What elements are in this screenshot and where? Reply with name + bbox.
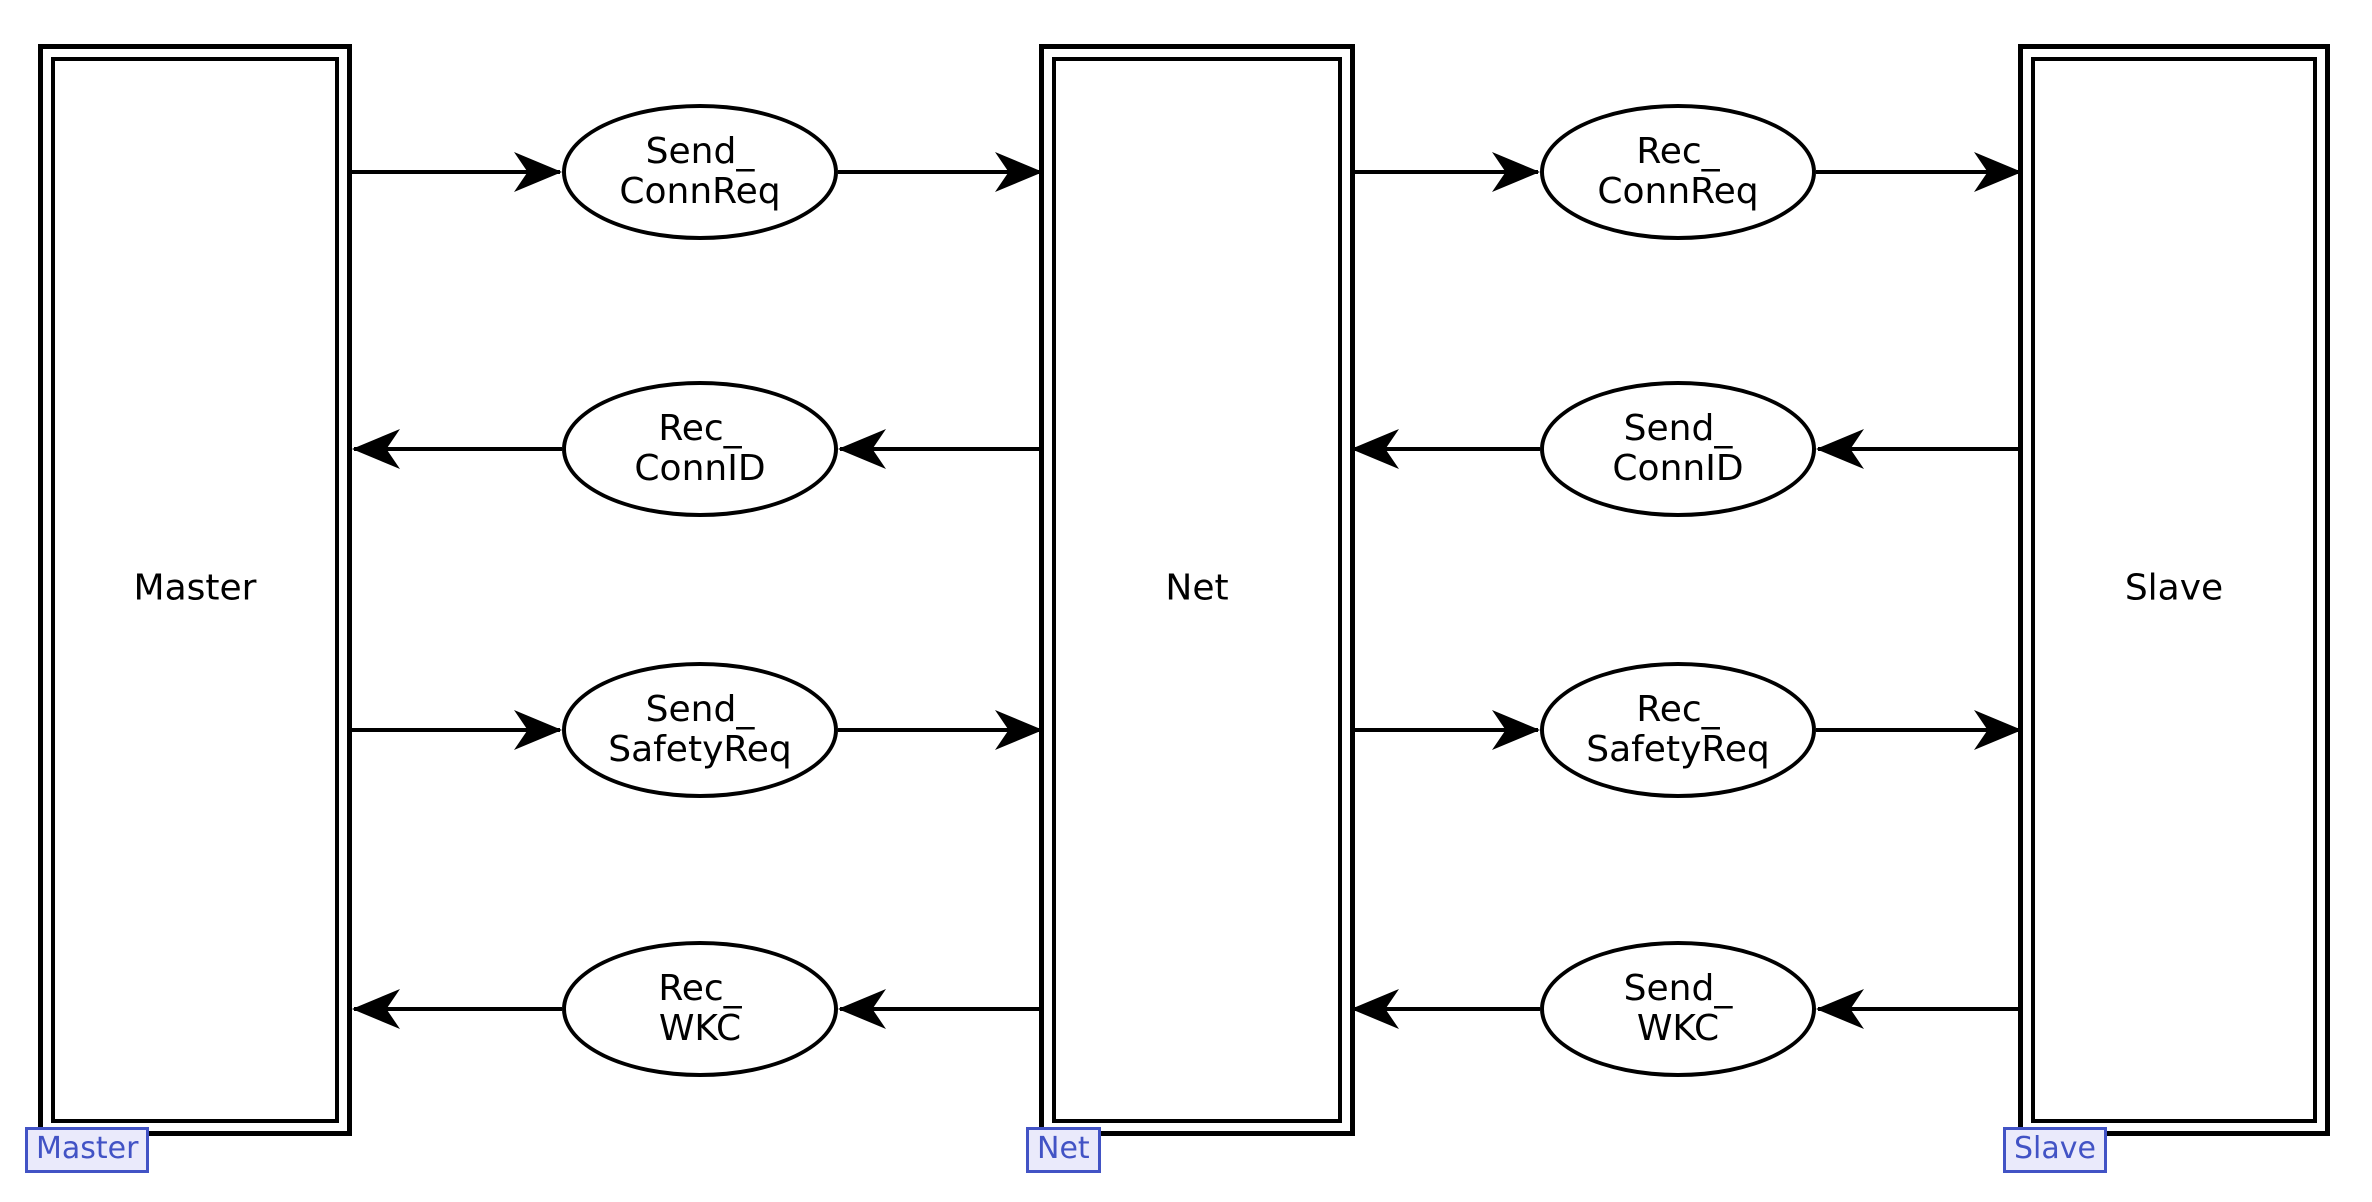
- place-rec-connid[interactable]: Rec_ ConnID: [562, 381, 838, 517]
- transition-slave[interactable]: Slave: [2018, 44, 2330, 1136]
- transition-net[interactable]: Net: [1039, 44, 1355, 1136]
- place-send-wkc-line1: Send_: [1623, 968, 1733, 1009]
- transition-master[interactable]: Master: [38, 44, 352, 1136]
- place-send-safetyreq[interactable]: Send_ SafetyReq: [562, 662, 838, 798]
- place-rec-wkc[interactable]: Rec_ WKC: [562, 941, 838, 1077]
- subpage-tag-slave[interactable]: Slave: [2003, 1127, 2107, 1173]
- place-send-connreq[interactable]: Send_ ConnReq: [562, 104, 838, 240]
- place-send-safetyreq-line2: SafetyReq: [608, 729, 792, 770]
- place-rec-connreq-line2: ConnReq: [1597, 171, 1759, 212]
- place-send-wkc-line2: WKC: [1636, 1008, 1720, 1049]
- place-rec-connid-line1: Rec_: [658, 408, 742, 449]
- place-rec-safetyreq-line2: SafetyReq: [1586, 729, 1770, 770]
- place-rec-wkc-line2: WKC: [658, 1008, 742, 1049]
- place-send-connid-line1: Send_: [1623, 408, 1733, 449]
- place-send-connreq-line2: ConnReq: [619, 171, 781, 212]
- place-rec-safetyreq-line1: Rec_: [1636, 689, 1720, 730]
- place-rec-safetyreq[interactable]: Rec_ SafetyReq: [1540, 662, 1816, 798]
- place-rec-connreq-line1: Rec_: [1636, 131, 1720, 172]
- place-send-safetyreq-line1: Send_: [645, 689, 755, 730]
- transition-master-label: Master: [133, 567, 257, 609]
- place-rec-connreq[interactable]: Rec_ ConnReq: [1540, 104, 1816, 240]
- subpage-tag-master[interactable]: Master: [25, 1127, 150, 1173]
- place-send-connreq-line1: Send_: [645, 131, 755, 172]
- transition-net-inner-border: [1052, 57, 1342, 1123]
- subpage-tag-net[interactable]: Net: [1026, 1127, 1101, 1173]
- transition-slave-label: Slave: [2124, 567, 2224, 609]
- transition-net-label: Net: [1165, 567, 1229, 609]
- transition-slave-inner-border: [2031, 57, 2317, 1123]
- transition-master-inner-border: [51, 57, 339, 1123]
- place-send-wkc[interactable]: Send_ WKC: [1540, 941, 1816, 1077]
- place-send-connid-line2: ConnID: [1612, 448, 1744, 489]
- place-rec-connid-line2: ConnID: [634, 448, 766, 489]
- place-send-connid[interactable]: Send_ ConnID: [1540, 381, 1816, 517]
- place-rec-wkc-line1: Rec_: [658, 968, 742, 1009]
